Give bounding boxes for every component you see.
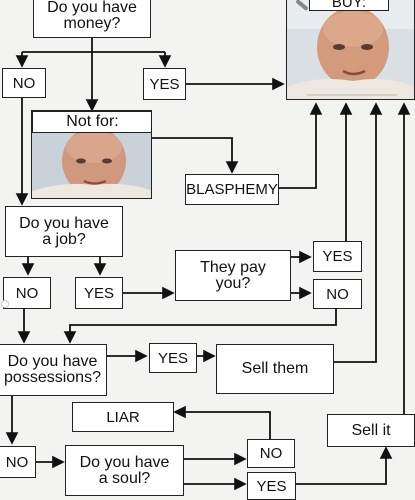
buy-label-box: BUY: xyxy=(309,0,389,11)
answer-no-job: NO xyxy=(3,277,51,309)
question-job: Do you have a job? xyxy=(5,206,123,257)
answer-yes-possessions-label: YES xyxy=(157,349,188,367)
question-they-pay: They pay you? xyxy=(175,250,291,301)
answer-no-job-label: NO xyxy=(15,284,39,302)
answer-yes-pay-label: YES xyxy=(322,248,353,265)
buy-photo: BUY: xyxy=(286,0,415,100)
answer-yes-soul: YES xyxy=(247,472,296,500)
question-money: Do you have money? xyxy=(33,0,151,38)
answer-yes-job-label: YES xyxy=(83,284,114,302)
blasphemy-label: BLASPHEMY xyxy=(186,181,278,198)
answer-yes-job: YES xyxy=(75,277,123,309)
sell-them-box: Sell them xyxy=(216,344,334,394)
question-soul: Do you have a soul? xyxy=(65,445,184,496)
not-for-label-box: Not for: xyxy=(32,111,151,133)
question-possessions: Do you have possessions? xyxy=(0,344,107,396)
answer-no-pay-label: NO xyxy=(326,285,349,303)
answer-yes-pay: YES xyxy=(313,241,362,272)
answer-yes-money: YES xyxy=(143,68,186,100)
liar-box: LIAR xyxy=(72,402,174,432)
scroll-indicator-dot xyxy=(1,300,9,308)
face-image-buy xyxy=(287,0,414,99)
answer-yes-money-label: YES xyxy=(149,75,180,93)
answer-yes-possessions: YES xyxy=(149,343,197,373)
question-possessions-label: Do you have possessions? xyxy=(4,353,101,386)
answer-no-pay: NO xyxy=(313,279,362,309)
not-for-photo: Not for: xyxy=(31,110,152,199)
answer-no-money-label: NO xyxy=(12,74,36,92)
not-for-label: Not for: xyxy=(66,113,119,130)
blasphemy-box: BLASPHEMY xyxy=(185,174,279,205)
question-they-pay-label: They pay you? xyxy=(200,258,266,292)
answer-no-soul-label: NO xyxy=(259,445,283,462)
answer-no-soul: NO xyxy=(247,439,295,468)
liar-label: LIAR xyxy=(106,408,140,426)
sell-it-label: Sell it xyxy=(351,421,391,439)
answer-yes-soul-label: YES xyxy=(256,477,287,495)
answer-no-money: NO xyxy=(2,68,46,98)
sell-it-box: Sell it xyxy=(327,414,415,447)
question-job-label: Do you have a job? xyxy=(19,214,109,248)
question-soul-label: Do you have a soul? xyxy=(79,453,170,487)
answer-no-possessions: NO xyxy=(0,446,36,478)
sell-them-label: Sell them xyxy=(241,360,309,377)
buy-label: BUY: xyxy=(331,0,367,11)
answer-no-possessions-label: NO xyxy=(5,453,29,471)
question-money-label: Do you have money? xyxy=(47,0,137,32)
